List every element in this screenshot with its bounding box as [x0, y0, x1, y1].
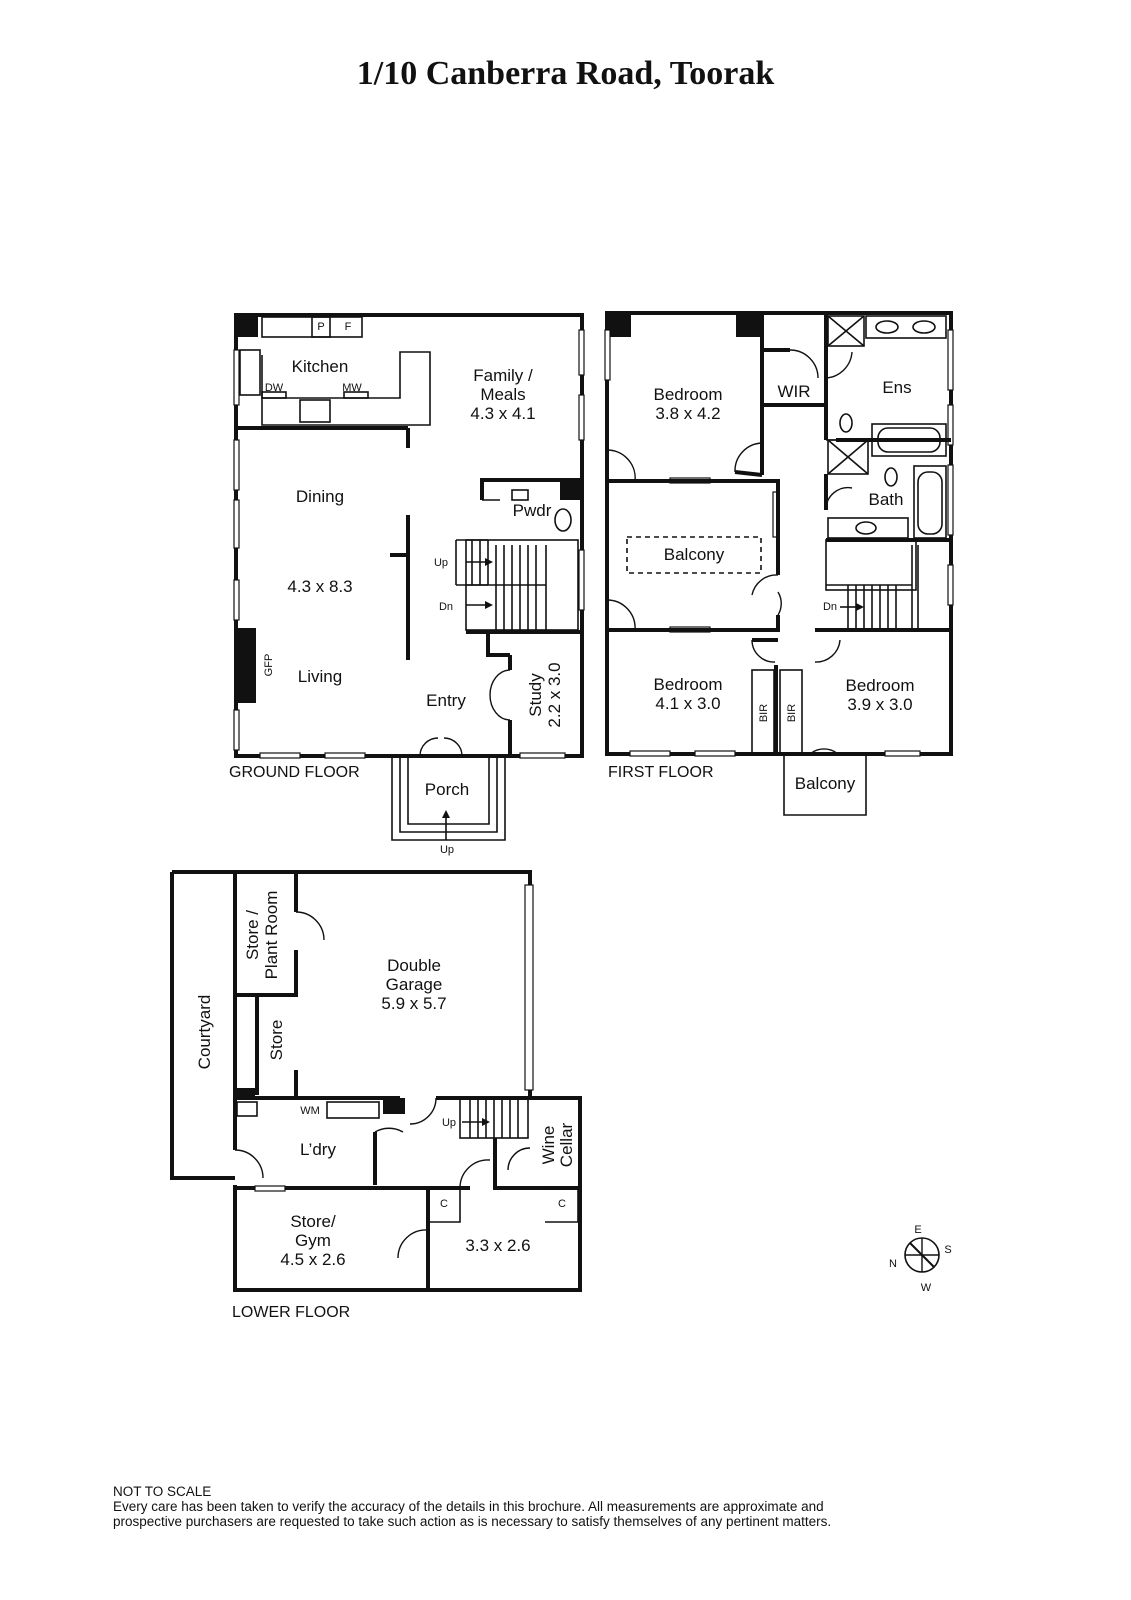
room-dims-garage: 5.9 x 5.7 — [381, 994, 446, 1013]
compass-n: N — [889, 1258, 897, 1270]
room-dims-dining-living: 4.3 x 8.3 — [287, 577, 352, 596]
window — [233, 439, 240, 491]
room-dims-bedroom-3: 3.9 x 3.0 — [847, 695, 912, 714]
compass-s: S — [944, 1244, 951, 1256]
fireplace-label: GFP — [263, 654, 275, 677]
room-label-entry: Entry — [426, 691, 466, 710]
room-label-double: Double — [387, 956, 441, 975]
pantry-label: P — [317, 321, 324, 333]
stair-down-label: Dn — [823, 601, 837, 613]
room-label-balcony-upper: Balcony — [664, 545, 725, 564]
window — [254, 1185, 286, 1192]
compass-e: E — [914, 1224, 921, 1236]
window — [233, 709, 240, 751]
window — [324, 752, 366, 759]
window — [947, 464, 954, 536]
room-label-cellar: Cellar — [557, 1122, 576, 1167]
window — [947, 404, 954, 446]
window — [578, 329, 585, 376]
not-to-scale-note: NOT TO SCALE — [113, 1484, 212, 1499]
lower-floor-plan — [170, 870, 582, 1292]
washing-machine-label: WM — [300, 1105, 320, 1117]
room-label-bedroom-1: Bedroom — [654, 385, 723, 404]
room-label-wine: Wine — [539, 1126, 558, 1165]
window — [629, 750, 671, 757]
room-label-family: Family / — [473, 366, 533, 385]
window — [884, 750, 921, 757]
floor-label-lower: LOWER FLOOR — [232, 1304, 350, 1321]
compass-w: W — [921, 1282, 932, 1294]
cupboard-label: C — [558, 1198, 566, 1210]
room-label-garage: Garage — [386, 975, 443, 994]
room-label-ensuite: Ens — [882, 378, 911, 397]
room-label-bir: BIR — [758, 704, 770, 722]
porch-up-label: Up — [440, 844, 454, 856]
room-dims-study: 2.2 x 3.0 — [545, 662, 564, 727]
window — [578, 394, 585, 441]
window — [947, 564, 954, 606]
room-label-bath: Bath — [869, 490, 904, 509]
window — [947, 329, 954, 391]
room-label-study: Study — [526, 673, 545, 717]
cupboard-label: C — [440, 1198, 448, 1210]
room-label-store: Store — [267, 1020, 286, 1061]
stair-down-label: Dn — [439, 601, 453, 613]
garage-door — [524, 884, 534, 1091]
room-label-balcony-rear: Balcony — [795, 774, 856, 793]
room-label-porch: Porch — [425, 780, 469, 799]
room-dims-family: 4.3 x 4.1 — [470, 404, 535, 423]
room-dims-gym: 4.5 x 2.6 — [280, 1250, 345, 1269]
room-label-bedroom-2: Bedroom — [654, 675, 723, 694]
window — [233, 349, 240, 406]
room-label-courtyard: Courtyard — [195, 995, 214, 1070]
room-label-gym: Gym — [295, 1231, 331, 1250]
window — [259, 752, 301, 759]
window — [578, 549, 585, 611]
first-floor-plan — [604, 311, 954, 816]
floor-label-first: FIRST FLOOR — [608, 764, 714, 781]
room-label-meals: Meals — [480, 385, 525, 404]
disclaimer-line-1: Every care has been taken to verify the … — [113, 1499, 824, 1514]
disclaimer-line-2: prospective purchasers are requested to … — [113, 1514, 832, 1529]
stair-up-label: Up — [434, 557, 448, 569]
floor-label-ground: GROUND FLOOR — [229, 764, 360, 781]
room-label-bedroom-3: Bedroom — [846, 676, 915, 695]
window — [519, 752, 566, 759]
room-label-store-plant: Store / — [243, 910, 262, 960]
disclaimer: NOT TO SCALE Every care has been taken t… — [113, 1484, 1013, 1529]
room-label-bir: BIR — [786, 704, 798, 722]
room-label-plant-room: Plant Room — [262, 891, 281, 980]
room-label-living: Living — [298, 667, 342, 686]
window — [694, 750, 736, 757]
stair-treads — [471, 540, 547, 630]
room-dims-lower-room: 3.3 x 2.6 — [465, 1236, 530, 1255]
window — [604, 329, 611, 381]
window — [233, 499, 240, 549]
room-label-kitchen: Kitchen — [292, 357, 349, 376]
window — [233, 579, 240, 621]
room-label-laundry: L’dry — [300, 1140, 336, 1159]
room-label-pwdr: Pwdr — [513, 501, 552, 520]
room-dims-bedroom-1: 3.8 x 4.2 — [655, 404, 720, 423]
stair-up-label: Up — [442, 1117, 456, 1129]
stair-treads — [469, 1098, 519, 1138]
dishwasher-label: DW — [265, 382, 284, 394]
ground-floor-plan — [233, 313, 585, 841]
room-label-dining: Dining — [296, 487, 344, 506]
fridge-label: F — [345, 321, 352, 333]
microwave-label: MW — [342, 382, 362, 394]
compass-icon: E N S W — [889, 1224, 952, 1294]
page-title: 1/10 Canberra Road, Toorak — [356, 55, 775, 92]
room-label-store-gym: Store/ — [290, 1212, 336, 1231]
room-dims-bedroom-2: 4.1 x 3.0 — [655, 694, 720, 713]
room-label-wir: WIR — [777, 382, 810, 401]
